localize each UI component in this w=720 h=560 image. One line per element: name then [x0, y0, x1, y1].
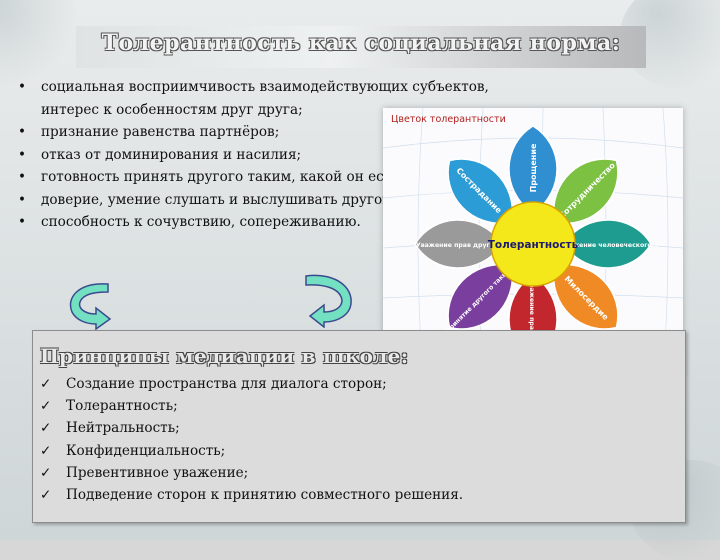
bullet-icon: •	[18, 191, 27, 208]
flower-petal: Уважение прав других	[414, 219, 504, 269]
checkmark-icon: ✓	[40, 464, 52, 481]
bullet-item: • отказ от доминирования и насилия;	[18, 144, 518, 167]
bullet-item: • способность к сочувствию, сопереживанию…	[18, 211, 518, 234]
checkmark-icon: ✓	[40, 487, 52, 504]
principles-box	[32, 330, 686, 523]
checkmark-icon: ✓	[40, 376, 52, 392]
petal-shape	[552, 158, 619, 225]
checkmark-icon: ✓	[40, 398, 52, 415]
principle-item: ✓ Превентивное уважение;	[40, 462, 463, 484]
curved-arrow-left-icon	[69, 283, 112, 330]
bullet-icon: •	[18, 146, 27, 163]
flower-petal: Уважение человеческого…	[560, 219, 658, 269]
bullet-text: готовность принять другого таким, какой …	[41, 169, 404, 185]
principle-item: ✓ Нейтральность;	[40, 417, 463, 439]
bullet-icon: •	[18, 169, 27, 185]
principle-item: ✓ Конфиденциальность;	[40, 440, 463, 462]
bullet-icon: •	[18, 79, 27, 95]
principles-title: Принципы медиации в школе:	[40, 344, 409, 368]
petal-shape	[414, 219, 504, 269]
flower-caption: Цветок толерантности	[391, 114, 506, 125]
petal-label: Уважение человеческого…	[560, 242, 658, 249]
principles-list: ✓ Создание пространства для диалога сторо…	[40, 373, 463, 506]
principle-text: Превентивное уважение;	[66, 464, 249, 481]
principle-text: Нейтральность;	[66, 420, 180, 437]
petal-shape	[447, 263, 514, 330]
principle-text: Подведение сторон к принятию совместного…	[66, 487, 464, 504]
bullet-item: • готовность принять другого таким, какой…	[18, 166, 518, 189]
principle-item: ✓ Создание пространства для диалога сторо…	[40, 373, 463, 395]
principle-item: ✓ Толерантность;	[40, 395, 463, 417]
petal-label: Уважение прав других	[528, 279, 535, 361]
flower-petal: Сострадание	[447, 158, 514, 225]
bullet-icon: •	[18, 124, 27, 140]
flower-petal: Милосердие	[552, 263, 619, 330]
bullet-item: • социальная восприимчивость взаимодейств…	[18, 76, 518, 121]
flower-petal: Прощение	[508, 125, 558, 215]
curved-arrow-right-icon	[305, 274, 352, 328]
tolerance-bullet-list: • социальная восприимчивость взаимодейств…	[18, 76, 518, 234]
checkmark-icon: ✓	[40, 442, 52, 459]
bullet-text: признание равенства партнёров;	[41, 124, 280, 140]
bullet-text: социальная восприимчивость взаимодейству…	[41, 79, 489, 118]
petal-shape	[552, 263, 619, 330]
slide-title: Толерантность как социальная норма:	[101, 30, 621, 56]
principle-text: Создание пространства для диалога сторон…	[66, 376, 387, 392]
bullet-text: доверие, умение слушать и выслушивать др…	[41, 191, 403, 208]
checkmark-icon: ✓	[40, 420, 52, 437]
flower-center	[490, 201, 576, 287]
petal-label: Прощение	[529, 143, 538, 192]
flower-center-label: Толерантность	[488, 239, 579, 251]
bullet-item: • доверие, умение слушать и выслушивать д…	[18, 189, 518, 212]
principle-text: Толерантность;	[66, 398, 178, 415]
title-bar	[76, 26, 646, 68]
bullet-text: способность к сочувствию, сопереживанию.	[41, 214, 361, 230]
bullet-item: • признание равенства партнёров;	[18, 121, 518, 144]
petal-shape	[447, 158, 514, 225]
petal-shape	[508, 125, 558, 215]
petal-label: Уважение прав других	[416, 242, 498, 249]
bullet-text: отказ от доминирования и насилия;	[41, 146, 302, 163]
principle-item: ✓ Подведение сторон к принятию совместног…	[40, 484, 463, 506]
petal-shape	[562, 219, 652, 269]
principle-text: Конфиденциальность;	[66, 442, 226, 459]
bullet-icon: •	[18, 214, 27, 230]
